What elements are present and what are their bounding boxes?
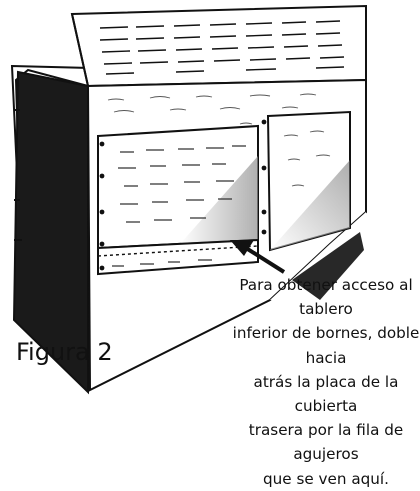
callout-text: Para obtener acceso al tablero inferior … xyxy=(232,276,420,488)
terminal-cover-plate xyxy=(97,124,259,250)
pointer-arrow-icon xyxy=(230,240,286,274)
floor-shadow xyxy=(292,232,364,300)
figure-label: Figura 2 xyxy=(16,338,113,366)
backguard-vent-slots xyxy=(99,20,345,75)
right-cover-plate xyxy=(261,110,351,252)
range-back-illustration xyxy=(10,4,367,395)
hole-row-strip xyxy=(97,238,259,276)
backguard-panel xyxy=(70,4,367,88)
range-side-panel xyxy=(10,64,92,395)
cover-plate-screws xyxy=(261,119,267,235)
cover-plate-screws-left xyxy=(99,141,105,247)
terminal-vent-slots xyxy=(118,145,246,223)
